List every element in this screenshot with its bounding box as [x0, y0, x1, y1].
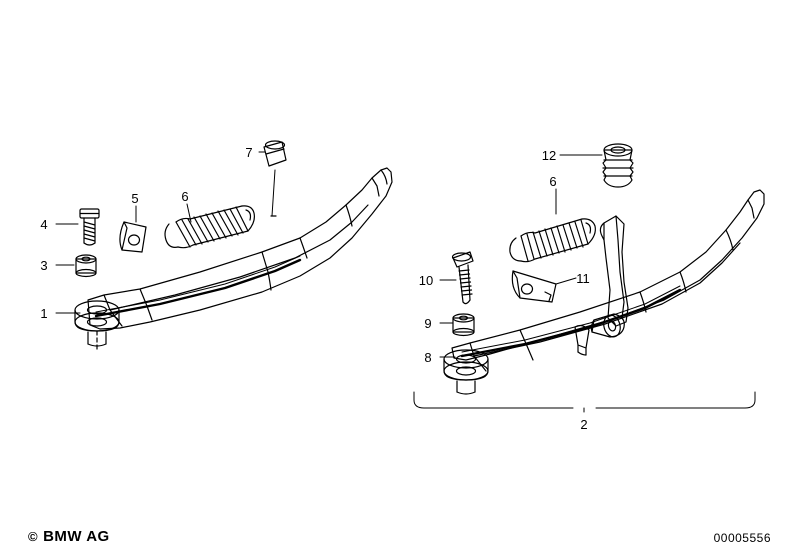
brand-name: BMW AG [43, 528, 110, 545]
right-arm-highlight-stripe [460, 285, 682, 358]
callout-5: 5 [131, 191, 138, 206]
part-12-rubber-plug [602, 143, 634, 188]
part-9-bushing [452, 313, 475, 337]
callout-12: 12 [542, 148, 556, 163]
callout-3: 3 [40, 258, 47, 273]
footer-copyright: © BMW AG [28, 528, 110, 545]
callout-6-left: 6 [181, 189, 188, 204]
arm-highlight-stripe [94, 255, 302, 318]
right-pivot-eye-boss [443, 349, 489, 395]
callout-numbers: 1 2 3 4 5 6 7 6 8 9 10 11 12 [40, 145, 589, 432]
part-6-spring-right [509, 218, 596, 263]
callout-7: 7 [245, 145, 252, 160]
part-10-screw [451, 251, 474, 305]
right-arm-mount-lug [574, 324, 590, 356]
part-6-spring-left [164, 205, 255, 249]
part-7-rubber-stop [263, 140, 287, 217]
copyright-icon: © [28, 529, 39, 544]
callout-1: 1 [40, 306, 47, 321]
callout-2: 2 [580, 417, 587, 432]
part-11-bracket-plate [511, 270, 557, 303]
diagram-part-number: 00005556 [713, 531, 771, 545]
callout-8: 8 [424, 350, 431, 365]
part-3-bushing [75, 254, 97, 278]
callout-10: 10 [419, 273, 433, 288]
part-5-bracket-plate [119, 221, 147, 253]
part-4-bolt [79, 208, 100, 246]
callout-11: 11 [576, 271, 590, 286]
right-side-stand-arm [451, 189, 765, 372]
right-stay-bracket [599, 215, 629, 327]
callout-leaders [55, 151, 603, 358]
callout-4: 4 [40, 217, 47, 232]
pivot-eye-boss [74, 300, 120, 353]
callout-6-right: 6 [549, 174, 556, 189]
callout-9: 9 [424, 316, 431, 331]
part-2-group-bracket [413, 391, 756, 413]
